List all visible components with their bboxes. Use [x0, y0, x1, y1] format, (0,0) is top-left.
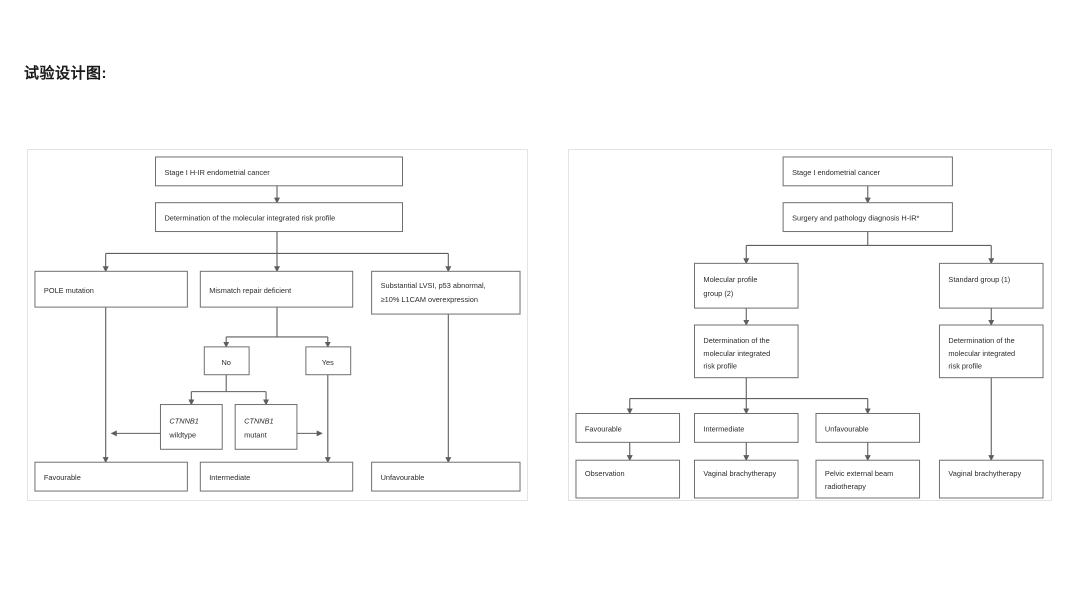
left-node-ctnnb1-wildtype-gene: CTNNB1	[169, 416, 198, 425]
right-node-stage1-label: Stage I endometrial cancer	[792, 168, 881, 177]
right-node-determination-b-line2: molecular integrated	[948, 349, 1015, 358]
right-node-favourable[interactable]: Favourable	[575, 412, 681, 443]
right-node-standard-group[interactable]: Standard group (1)	[938, 262, 1044, 309]
left-node-pole-gene: POLE	[44, 286, 64, 295]
left-node-yes-label: Yes	[322, 358, 334, 367]
right-node-standard-group-label: Standard group (1)	[948, 275, 1010, 284]
right-node-vaginal-brachytherapy-1[interactable]: Vaginal brachytherapy	[693, 459, 799, 499]
right-edges	[626, 185, 995, 462]
left-node-determination[interactable]: Determination of the molecular integrate…	[154, 202, 403, 233]
right-node-stage1[interactable]: Stage I endometrial cancer	[782, 156, 953, 187]
right-node-unfavourable-label: Unfavourable	[825, 424, 869, 433]
right-node-intermediate[interactable]: Intermediate	[693, 412, 799, 443]
left-node-favourable[interactable]: Favourable	[34, 461, 188, 492]
left-edges	[102, 185, 452, 464]
left-node-pole-mutation[interactable]: POLE mutation	[34, 270, 188, 308]
right-node-vaginal-brachytherapy-2-label: Vaginal brachytherapy	[948, 469, 1021, 478]
left-node-mismatch-repair-label: Mismatch repair deficient	[209, 286, 291, 295]
right-node-surgery[interactable]: Surgery and pathology diagnosis H-IR*	[782, 202, 953, 233]
right-node-determination-molecular[interactable]: Determination of the molecular integrate…	[693, 324, 799, 379]
right-node-unfavourable[interactable]: Unfavourable	[815, 412, 921, 443]
left-node-no[interactable]: No	[203, 346, 250, 376]
right-node-observation[interactable]: Observation	[575, 459, 681, 499]
right-node-pelvic-radiotherapy[interactable]: Pelvic external beam radiotherapy	[815, 459, 921, 499]
left-node-stage1[interactable]: Stage I H-IR endometrial cancer	[154, 156, 403, 187]
left-node-intermediate-label: Intermediate	[209, 473, 250, 482]
left-node-favourable-label: Favourable	[44, 473, 81, 482]
left-node-unfavourable-label: Unfavourable	[381, 473, 425, 482]
right-node-pelvic-radiotherapy-line2: radiotherapy	[825, 482, 866, 491]
right-node-vaginal-brachytherapy-1-label: Vaginal brachytherapy	[703, 469, 776, 478]
left-node-unfavourable[interactable]: Unfavourable	[371, 461, 521, 492]
right-node-determination-a-line3: risk profile	[703, 362, 737, 371]
left-node-intermediate[interactable]: Intermediate	[199, 461, 354, 492]
left-node-substantial-lvsi-line1: Substantial LVSI, p53 abnormal,	[381, 281, 486, 290]
left-node-yes[interactable]: Yes	[305, 346, 352, 376]
left-node-substantial-lvsi[interactable]: Substantial LVSI, p53 abnormal, ≥10% L1C…	[371, 270, 521, 315]
left-node-mismatch-repair[interactable]: Mismatch repair deficient	[199, 270, 354, 308]
left-node-ctnnb1-wildtype-state: wildtype	[168, 430, 196, 439]
right-node-surgery-label: Surgery and pathology diagnosis H-IR*	[792, 214, 919, 223]
left-node-pole-mutation-label: POLE mutation	[44, 286, 94, 295]
right-node-determination-a-line1: Determination of the	[703, 336, 769, 345]
page-title: 试验设计图:	[24, 65, 107, 82]
right-node-determination-standard[interactable]: Determination of the molecular integrate…	[938, 324, 1044, 379]
left-node-ctnnb1-mutant[interactable]: CTNNB1 mutant	[234, 404, 298, 450]
right-node-favourable-label: Favourable	[585, 424, 622, 433]
right-node-determination-b-line3: risk profile	[948, 362, 982, 371]
left-node-stage1-label: Stage I H-IR endometrial cancer	[164, 168, 270, 177]
left-node-ctnnb1-mutant-state: mutant	[244, 430, 267, 439]
right-node-pelvic-radiotherapy-line1: Pelvic external beam	[825, 469, 893, 478]
left-node-ctnnb1-mutant-gene: CTNNB1	[244, 416, 273, 425]
right-node-intermediate-label: Intermediate	[703, 424, 744, 433]
right-node-observation-label: Observation	[585, 469, 625, 478]
right-flowchart-panel: Stage I endometrial cancer Surgery and p…	[568, 149, 1052, 501]
left-node-pole-rest: mutation	[64, 286, 94, 295]
left-node-ctnnb1-wildtype[interactable]: CTNNB1 wildtype	[159, 404, 223, 450]
left-node-substantial-lvsi-line2: ≥10% L1CAM overexpression	[381, 295, 478, 304]
left-flowchart-panel: Stage I H-IR endometrial cancer Determin…	[27, 149, 528, 501]
left-node-no-label: No	[221, 358, 230, 367]
right-node-molecular-profile-line2: group (2)	[703, 289, 733, 298]
right-node-molecular-profile-line1: Molecular profile	[703, 275, 757, 284]
right-node-determination-a-line2: molecular integrated	[703, 349, 770, 358]
right-node-determination-b-line1: Determination of the	[948, 336, 1014, 345]
left-flowchart-svg: Stage I H-IR endometrial cancer Determin…	[34, 156, 521, 492]
right-flowchart-svg: Stage I endometrial cancer Surgery and p…	[575, 156, 1044, 499]
right-node-molecular-profile-group[interactable]: Molecular profile group (2)	[693, 262, 799, 309]
right-node-vaginal-brachytherapy-2[interactable]: Vaginal brachytherapy	[938, 459, 1044, 499]
left-node-determination-label: Determination of the molecular integrate…	[164, 214, 335, 223]
